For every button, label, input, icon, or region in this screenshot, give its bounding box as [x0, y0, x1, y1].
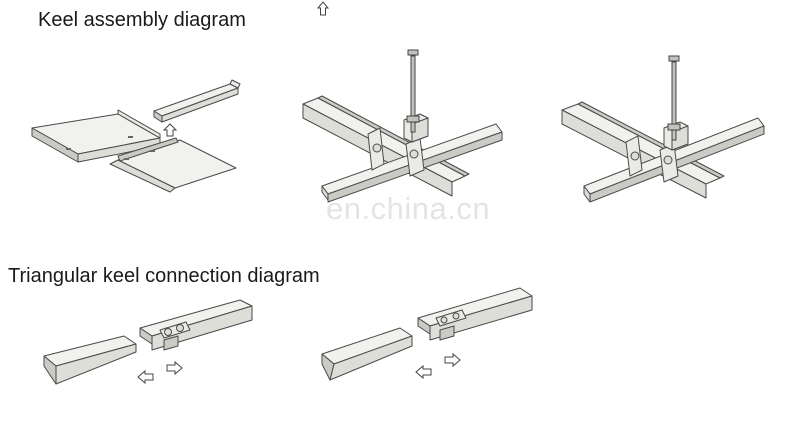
right-arrow-icon-2 [444, 352, 461, 368]
left-arrow-icon-2 [415, 364, 432, 380]
top-up-arrow-icon [316, 1, 330, 16]
assembly-diagram-title: Keel assembly diagram [38, 9, 246, 31]
triangular-keel-connection-left-figure [43, 299, 253, 385]
panel-up-arrow-icon [162, 123, 178, 137]
connection-diagram-title: Triangular keel connection diagram [8, 265, 320, 287]
keel-cross-hanger-variant-figure [561, 55, 765, 203]
keel-cross-hanger-figure [302, 49, 503, 203]
triangular-keel-connection-right-figure [321, 287, 533, 381]
right-arrow-icon [166, 360, 183, 376]
left-arrow-icon [137, 369, 154, 385]
watermark: en.china.cn [326, 191, 491, 226]
ceiling-panel-figure [31, 79, 241, 193]
